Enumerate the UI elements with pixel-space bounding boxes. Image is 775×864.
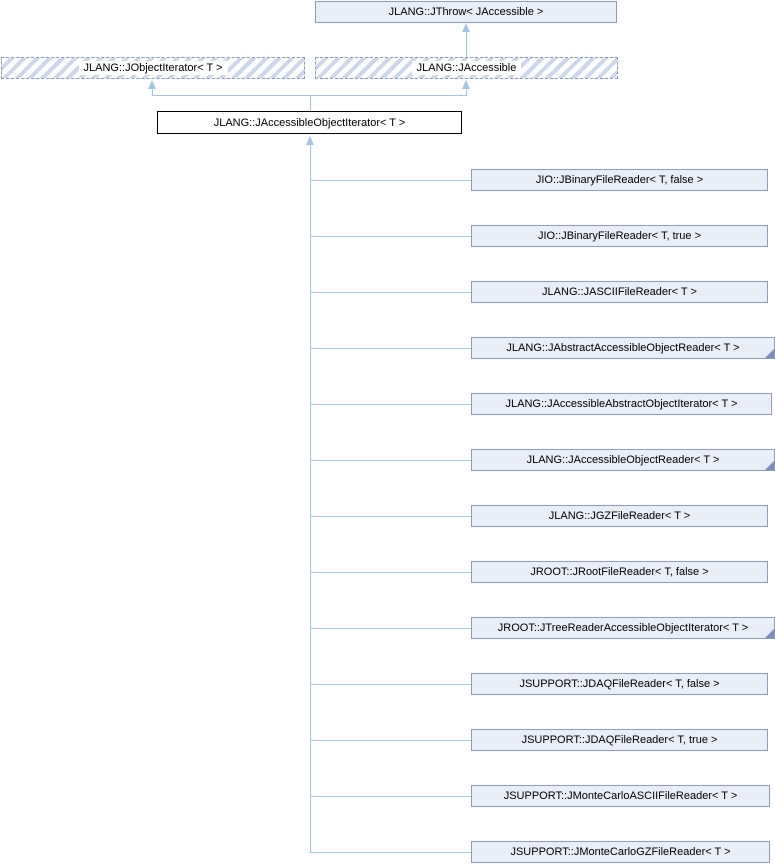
class-name-label: JROOT::JRootFileReader< T, false > xyxy=(530,566,709,578)
derived-class-node[interactable]: JROOT::JRootFileReader< T, false > xyxy=(471,561,768,583)
derived-class-node[interactable]: JLANG::JAccessibleAbstractObjectIterator… xyxy=(471,393,772,415)
derived-class-node[interactable]: JROOT::JTreeReaderAccessibleObjectIterat… xyxy=(471,617,775,639)
class-name-label: JSUPPORT::JDAQFileReader< T, false > xyxy=(519,678,720,690)
inheritance-edge xyxy=(310,404,471,405)
class-name-label: JLANG::JAccessibleObjectIterator< T > xyxy=(213,116,406,129)
inheritance-edge xyxy=(310,348,471,349)
class-name-label: JSUPPORT::JDAQFileReader< T, true > xyxy=(521,734,718,746)
class-name-label: JIO::JBinaryFileReader< T, true > xyxy=(537,230,702,242)
class-name-label: JLANG::JASCIIFileReader< T > xyxy=(542,286,697,298)
class-name-label: JROOT::JTreeReaderAccessibleObjectIterat… xyxy=(497,622,749,634)
inheritance-edge xyxy=(310,572,471,573)
class-name-label: JSUPPORT::JMonteCarloGZFileReader< T > xyxy=(510,846,731,858)
class-name-label: JSUPPORT::JMonteCarloASCIIFileReader< T … xyxy=(503,790,738,802)
inheritance-edge xyxy=(310,292,471,293)
truncated-corner-icon xyxy=(765,349,774,358)
truncated-corner-icon xyxy=(765,629,774,638)
derived-class-node[interactable]: JSUPPORT::JMonteCarloASCIIFileReader< T … xyxy=(471,785,770,807)
node-jaccessibleobjectiterator: JLANG::JAccessibleObjectIterator< T > xyxy=(157,111,462,134)
derived-class-node[interactable]: JLANG::JAbstractAccessibleObjectReader< … xyxy=(471,337,775,359)
inheritance-arrowhead xyxy=(306,136,314,145)
derived-class-node[interactable]: JSUPPORT::JMonteCarloGZFileReader< T > xyxy=(471,841,770,863)
class-name-label: JLANG::JThrow< JAccessible > xyxy=(388,6,544,18)
inheritance-edge xyxy=(466,89,467,95)
derived-class-node[interactable]: JIO::JBinaryFileReader< T, true > xyxy=(471,225,768,247)
class-name-label: JLANG::JGZFileReader< T > xyxy=(548,510,691,522)
inheritance-edge xyxy=(310,95,311,111)
derived-class-node[interactable]: JIO::JBinaryFileReader< T, false > xyxy=(471,169,768,191)
inheritance-edge xyxy=(466,32,467,57)
class-name-label: JIO::JBinaryFileReader< T, false > xyxy=(535,174,704,186)
inheritance-arrowhead xyxy=(462,23,470,32)
inheritance-edge xyxy=(310,236,471,237)
inheritance-arrowhead xyxy=(148,80,156,89)
inheritance-edge xyxy=(152,89,153,95)
node-jobjectiterator: JLANG::JObjectIterator< T > xyxy=(1,57,305,79)
inheritance-edge xyxy=(310,460,471,461)
inheritance-arrowhead xyxy=(462,80,470,89)
inheritance-edge xyxy=(310,180,471,181)
derived-class-node[interactable]: JLANG::JGZFileReader< T > xyxy=(471,505,768,527)
truncated-corner-icon xyxy=(765,461,774,470)
inheritance-edge xyxy=(310,796,471,797)
derived-class-node[interactable]: JLANG::JASCIIFileReader< T > xyxy=(471,281,768,303)
node-jaccessible: JLANG::JAccessible xyxy=(315,57,618,79)
derived-class-node[interactable]: JLANG::JAccessibleObjectReader< T > xyxy=(471,449,775,471)
inheritance-edge xyxy=(310,740,471,741)
class-name-label: JLANG::JAccessibleAbstractObjectIterator… xyxy=(505,398,738,410)
class-name-label: JLANG::JAbstractAccessibleObjectReader< … xyxy=(506,342,740,354)
class-name-label: JLANG::JAccessible xyxy=(411,61,522,75)
derived-class-node[interactable]: JSUPPORT::JDAQFileReader< T, true > xyxy=(471,729,768,751)
inheritance-edge xyxy=(310,684,471,685)
inheritance-edge xyxy=(152,95,467,96)
class-name-label: JLANG::JAccessibleObjectReader< T > xyxy=(526,454,720,466)
inheritance-edge xyxy=(310,516,471,517)
node-jthrow[interactable]: JLANG::JThrow< JAccessible > xyxy=(315,1,617,23)
derived-class-node[interactable]: JSUPPORT::JDAQFileReader< T, false > xyxy=(471,673,768,695)
class-name-label: JLANG::JObjectIterator< T > xyxy=(78,61,228,75)
inheritance-edge xyxy=(310,852,471,853)
inheritance-edge xyxy=(310,145,311,853)
inheritance-edge xyxy=(310,628,471,629)
